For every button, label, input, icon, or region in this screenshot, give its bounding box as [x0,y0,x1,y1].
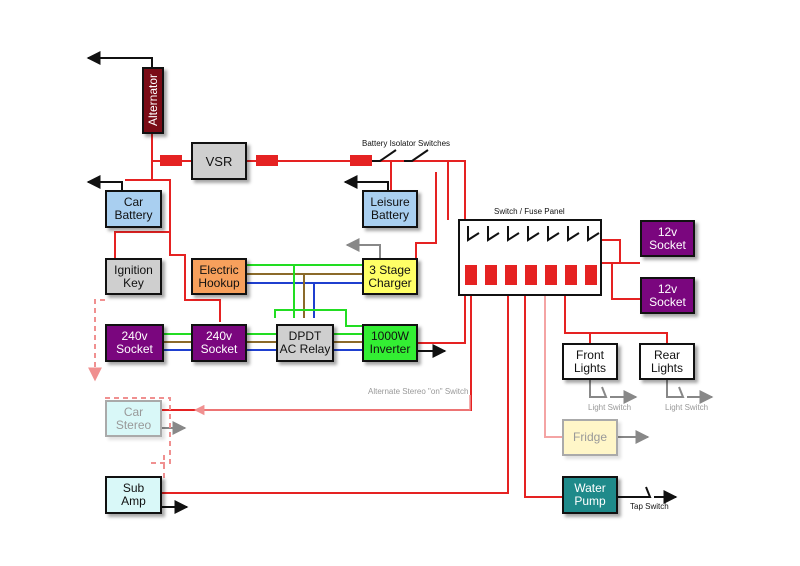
rear-lights-box: Rear Lights [639,343,695,380]
socket-240v-left-box: 240v Socket [105,324,164,362]
tap-switch-label: Tap Switch [630,502,669,511]
ac-relay-box: DPDT AC Relay [276,324,334,362]
ignition-key-box: Ignition Key [105,258,162,295]
vsr-label: VSR [205,153,233,169]
car-battery-box: Car Battery [105,190,162,228]
front-lights-box: Front Lights [562,343,618,380]
socket-12v-bottom-box: 12v Socket [640,277,695,314]
fridge-box: Fridge [562,419,618,456]
fridge-label: Fridge [572,430,607,444]
sub-amp-box: Sub Amp [105,476,162,514]
ac-wiring [164,264,362,351]
ac-relay-label: DPDT AC Relay [279,329,331,356]
switch-fuse-panel [458,219,602,296]
car-battery-label: Car Battery [114,195,153,222]
socket-240v-mid-box: 240v Socket [191,324,247,362]
fuse-leisure [350,155,372,166]
alternator-box: Alternator [142,67,164,134]
battery-isolator-switches-label: Battery Isolator Switches [362,139,451,148]
ignition-dashed-wires [88,299,171,481]
charger-box: 3 Stage Charger [362,258,418,295]
inverter-box: 1000W Inverter [362,324,418,362]
water-pump-box: Water Pump [562,476,618,514]
rear-lights-label: Rear Lights [650,347,684,375]
battery-isolator-switches [372,149,429,162]
front-light-switch-label: Light Switch [588,403,632,412]
ground-wires-grey [150,238,712,444]
alternator-label: Alternator [145,74,160,127]
electric-hookup-box: Electric Hookup [191,258,247,295]
alternate-stereo-wire [193,395,471,416]
vsr-box: VSR [191,142,247,180]
water-pump-label: Water Pump [574,481,606,508]
inverter-label: 1000W Inverter [369,329,411,356]
inline-fuses [160,155,372,166]
rear-light-switch-label: Light Switch [665,403,709,412]
socket-12v-top-label: 12v Socket [649,224,686,252]
switch-fuse-panel-label: Switch / Fuse Panel [494,207,565,216]
fuse-vsr [256,155,278,166]
alternate-stereo-switch-label: Alternate Stereo "on" Switch [368,387,469,396]
ignition-key-label: Ignition Key [114,262,153,290]
socket-240v-mid-label: 240v Socket [200,329,238,356]
leisure-battery-box: Leisure Battery [362,190,418,228]
sub-amp-label: Sub Amp [121,481,146,508]
fuse-alternator [160,155,182,166]
electric-hookup-label: Electric Hookup [198,262,240,290]
charger-label: 3 Stage Charger [368,262,412,290]
front-lights-label: Front Lights [573,347,607,375]
car-stereo-label: Car Stereo [115,404,152,432]
socket-12v-top-box: 12v Socket [640,220,695,257]
car-stereo-box: Car Stereo [105,400,162,437]
socket-12v-bottom-label: 12v Socket [649,281,686,309]
leisure-battery-label: Leisure Battery [370,195,410,222]
socket-240v-left-label: 240v Socket [116,329,153,356]
